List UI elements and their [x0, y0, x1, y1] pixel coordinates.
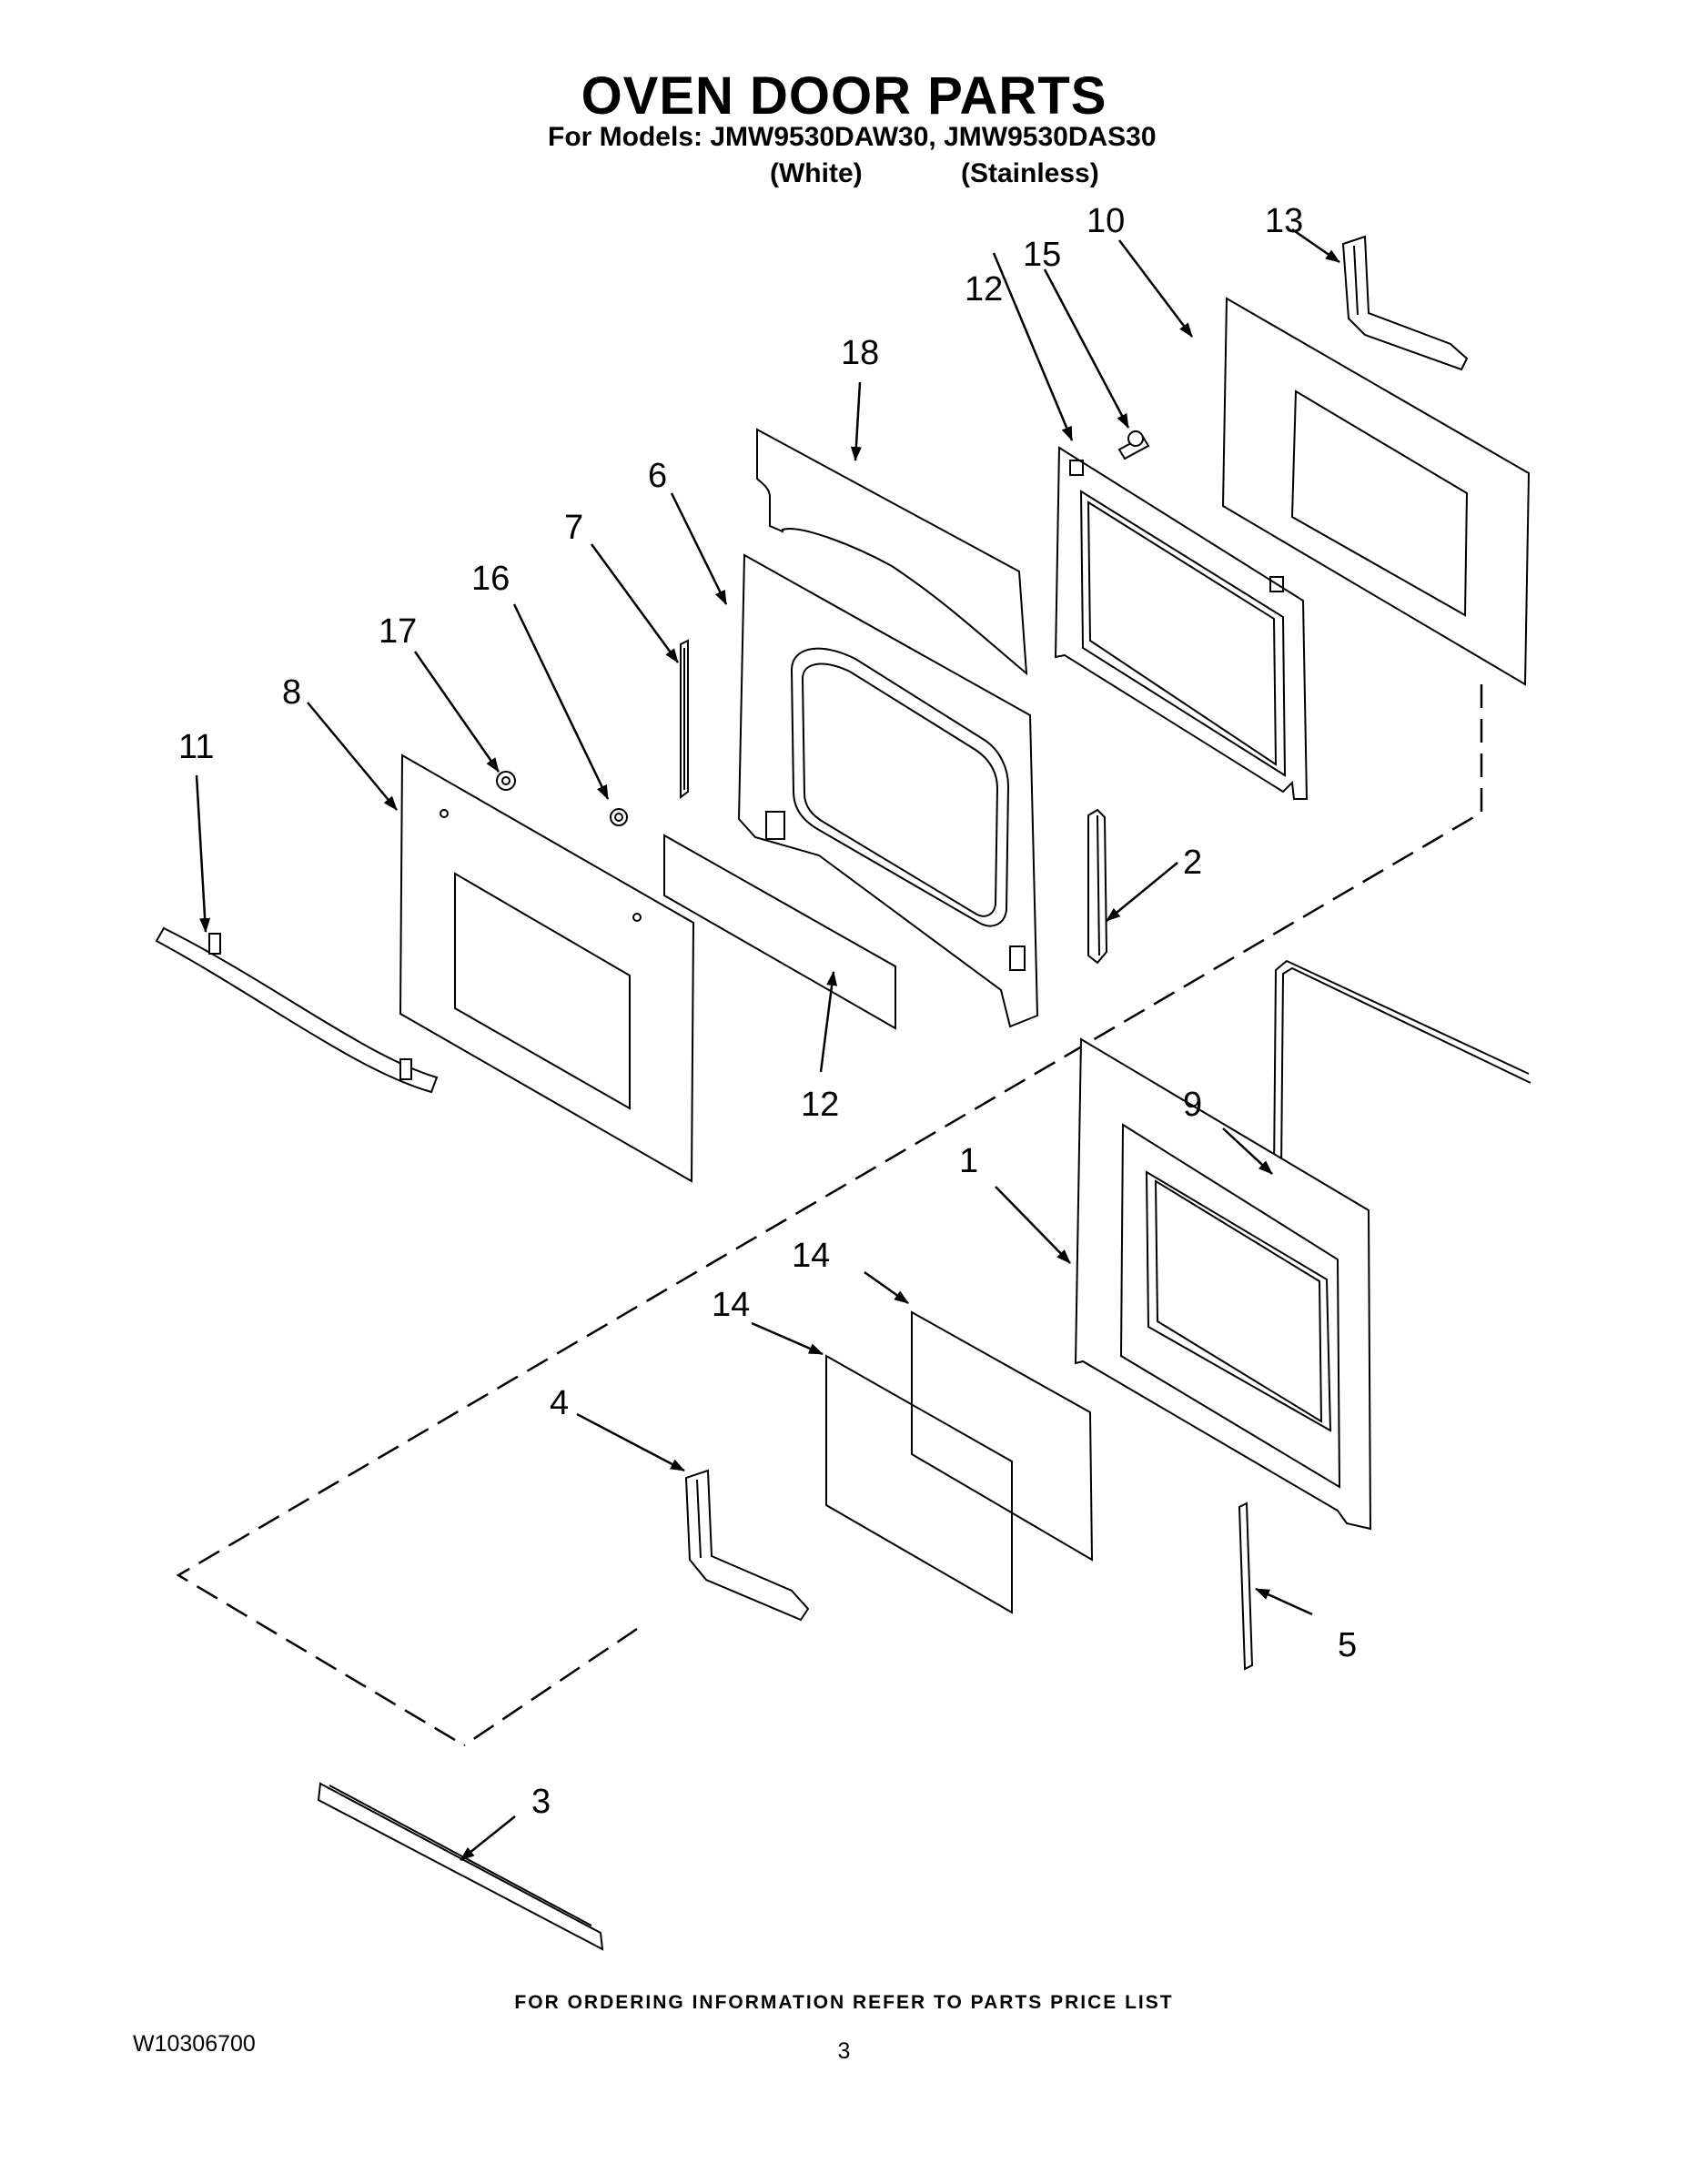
part-15-screw — [1117, 430, 1150, 460]
part-8-outer-door-glass — [399, 753, 695, 1183]
part-1-inner-door-frame — [1074, 1037, 1372, 1531]
callout-6: 6 — [648, 457, 667, 495]
part-10-outer-glass — [1221, 297, 1531, 686]
part-12-door-frame-upper — [1054, 446, 1309, 800]
document-number: W10306700 — [133, 2031, 256, 2057]
leader-arrows — [195, 228, 1340, 1861]
callout-9: 9 — [1183, 1086, 1202, 1124]
part-12-trim-strip-lower — [663, 834, 896, 1030]
callout-17: 17 — [379, 612, 417, 651]
callout-4: 4 — [550, 1384, 569, 1422]
callout-3: 3 — [531, 1783, 551, 1821]
callout-14-upper: 14 — [792, 1237, 830, 1275]
callout-12-upper: 12 — [965, 270, 1003, 308]
model-stainless-label: (Stainless) — [961, 158, 1099, 188]
part-9-door-gasket — [1273, 959, 1531, 1175]
part-14-glass-pane-rear — [911, 1310, 1094, 1562]
part-3-bottom-trim — [317, 1782, 604, 1951]
part-2-hinge — [1087, 808, 1108, 965]
callout-1: 1 — [959, 1142, 978, 1180]
part-17-spacer — [496, 771, 516, 791]
callout-16: 16 — [471, 560, 510, 598]
callout-10: 10 — [1087, 202, 1125, 240]
part-7-side-trim — [680, 639, 689, 799]
page-title: OVEN DOOR PARTS — [581, 66, 1107, 126]
part-4-corner-bracket — [684, 1469, 810, 1622]
callout-5: 5 — [1338, 1626, 1357, 1664]
callout-2: 2 — [1183, 844, 1202, 882]
callout-13: 13 — [1265, 202, 1303, 240]
part-5-side-trim — [1238, 1502, 1254, 1671]
models-subtitle: For Models: JMW9530DAW30, JMW9530DAS30 — [548, 122, 1157, 152]
callout-15: 15 — [1023, 236, 1061, 274]
callout-labels: 13 10 15 12 18 6 7 16 17 8 11 2 12 9 1 1… — [178, 202, 1357, 1821]
part-13-corner-bracket — [1341, 235, 1469, 371]
callout-14-lower: 14 — [712, 1286, 750, 1324]
model-white-label: (White) — [770, 158, 863, 188]
exploded-view-dashed-lines — [176, 684, 1483, 1747]
callout-11: 11 — [178, 728, 214, 766]
page-number: 3 — [837, 2038, 851, 2064]
callout-18: 18 — [841, 334, 879, 372]
part-16-spacer — [610, 808, 628, 826]
part-14-glass-pane-front — [825, 1354, 1013, 1614]
callout-8: 8 — [282, 673, 301, 712]
ordering-info-note: FOR ORDERING INFORMATION REFER TO PARTS … — [514, 1992, 1174, 2013]
part-18-insulation — [756, 428, 1028, 676]
callout-7: 7 — [564, 509, 583, 547]
callout-12-lower: 12 — [801, 1086, 839, 1124]
part-11-handle — [155, 926, 439, 1094]
part-6-inner-door-panel — [737, 553, 1039, 1028]
